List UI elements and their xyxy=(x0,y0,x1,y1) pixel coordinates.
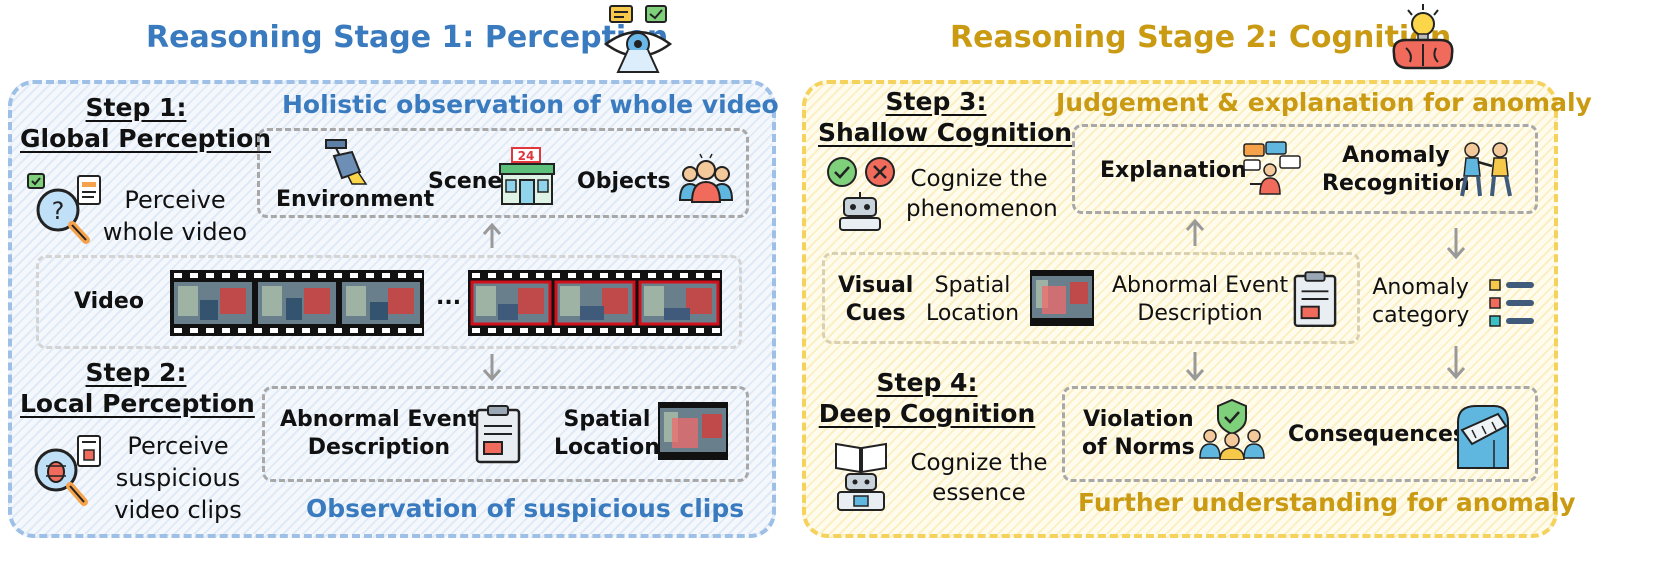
step1-title: Step 1: Global Perception xyxy=(20,92,272,154)
step2-desc-line2: suspicious xyxy=(115,464,241,492)
deep-cognition-box xyxy=(1062,386,1538,482)
step3-desc-line1: Cognize the xyxy=(910,166,1048,192)
stage1-top-heading: Holistic observation of whole video xyxy=(282,90,779,119)
clipboard-icon xyxy=(1292,270,1338,332)
fight-icon xyxy=(1456,140,1516,202)
bug-search-icon xyxy=(26,432,108,514)
step3-line1: Step 3: xyxy=(885,87,987,116)
explanation-label: Explanation xyxy=(1100,158,1247,183)
step1-line1: Step 1: xyxy=(85,93,187,122)
step2-line1: Step 2: xyxy=(85,358,187,387)
cues-spatial-label: Spatial Location xyxy=(926,272,1019,328)
step4-title: Step 4: Deep Cognition xyxy=(818,367,1036,429)
shallow-cognition-box xyxy=(1072,124,1538,214)
cues-event-label: Abnormal Event Description xyxy=(1112,272,1288,328)
chat-bubbles-icon xyxy=(824,156,898,196)
step1-desc-line1: Perceive xyxy=(124,186,226,214)
step2-desc-line3: video clips xyxy=(114,496,242,524)
step1-line2: Global Perception xyxy=(20,124,272,153)
step4-line2: Deep Cognition xyxy=(818,399,1036,428)
spatial-location-thumbnail xyxy=(658,402,728,464)
cues-spatial-line2: Location xyxy=(926,301,1020,326)
arrow-down-to-deep xyxy=(1185,350,1205,386)
presentation-icon xyxy=(1242,140,1302,200)
anomaly-category-line1: Anomaly xyxy=(1372,275,1469,300)
visual-cues-label: Visual Cues xyxy=(838,272,913,328)
anomaly-category-line2: category xyxy=(1372,303,1470,328)
local-event-label: Abnormal Event Description xyxy=(280,406,478,462)
arrow-down-to-local xyxy=(482,352,502,386)
film-strip-normal xyxy=(170,270,424,340)
step1-desc-line2: whole video xyxy=(102,218,248,246)
step4-desc-line1: Cognize the xyxy=(910,450,1048,476)
stage2-bottom-heading: Further understanding for anomaly xyxy=(1078,488,1576,517)
svg-text:?: ? xyxy=(52,197,65,225)
arrow-category-to-consequences xyxy=(1446,344,1466,384)
video-box xyxy=(36,255,742,349)
violation-line1: Violation xyxy=(1083,407,1194,432)
brain-bulb-icon xyxy=(1388,2,1458,76)
violation-line2: of Norms xyxy=(1082,435,1195,460)
anomaly-recognition-line2: Recognition xyxy=(1322,171,1470,196)
local-event-line1: Abnormal Event xyxy=(280,407,478,432)
arrow-up-to-global xyxy=(482,222,502,254)
visual-cues-box xyxy=(822,252,1360,344)
stage1-title: Reasoning Stage 1: Perception xyxy=(146,20,669,55)
step3-description: Cognize the phenomenon xyxy=(906,164,1058,224)
step4-line1: Step 4: xyxy=(876,368,978,397)
global-perception-box xyxy=(257,128,749,218)
objects-label: Objects xyxy=(577,169,671,194)
search-question-icon: ? xyxy=(24,170,108,250)
cognition-panel xyxy=(802,80,1558,538)
step4-description: Cognize the essence xyxy=(906,448,1052,508)
stage2-title: Reasoning Stage 2: Cognition xyxy=(950,20,1452,55)
local-spatial-line1: Spatial xyxy=(563,407,651,432)
cues-event-line1: Abnormal Event xyxy=(1112,273,1289,298)
shield-people-icon xyxy=(1198,398,1266,464)
clipboard-icon xyxy=(474,404,522,468)
people-group-icon xyxy=(678,150,734,208)
environment-label: Environment xyxy=(276,187,435,212)
stage2-top-heading: Judgement & explanation for anomaly xyxy=(1056,88,1592,117)
violation-label: Violation of Norms xyxy=(1082,406,1195,462)
step2-description: Perceive suspicious video clips xyxy=(104,430,252,526)
step3-title: Step 3: Shallow Cognition xyxy=(818,86,1073,148)
svg-text:24: 24 xyxy=(518,149,535,163)
step4-desc-line2: essence xyxy=(932,480,1026,506)
local-perception-box xyxy=(262,386,749,482)
cues-spatial-line1: Spatial xyxy=(934,273,1011,298)
local-event-line2: Description xyxy=(307,435,451,460)
injury-arm-icon xyxy=(1454,400,1512,474)
eye-icon xyxy=(602,4,674,78)
visual-cues-line1: Visual xyxy=(838,273,914,298)
arrow-up-to-shallow xyxy=(1185,218,1205,252)
arrow-down-to-category xyxy=(1446,226,1466,264)
store-24-icon: 24 xyxy=(496,146,558,212)
local-spatial-line2: Location xyxy=(554,435,660,460)
anomaly-recognition-label: Anomaly Recognition xyxy=(1322,142,1470,198)
cues-spatial-thumbnail xyxy=(1030,270,1094,330)
robot-icon xyxy=(836,190,884,236)
step3-desc-line2: phenomenon xyxy=(906,196,1058,222)
local-spatial-label: Spatial Location xyxy=(554,406,660,462)
list-icon xyxy=(1488,278,1536,332)
step1-description: Perceive whole video xyxy=(102,184,248,248)
step2-desc-line1: Perceive xyxy=(127,432,229,460)
step2-line2: Local Perception xyxy=(20,389,255,418)
anomaly-category-label: Anomaly category xyxy=(1372,274,1469,330)
step2-title: Step 2: Local Perception xyxy=(20,357,255,419)
anomaly-recognition-line1: Anomaly xyxy=(1342,143,1450,168)
cues-event-line2: Description xyxy=(1137,301,1263,326)
consequences-label: Consequences xyxy=(1288,422,1466,447)
video-label: Video xyxy=(74,289,144,314)
spotlight-icon xyxy=(322,138,370,190)
step3-line2: Shallow Cognition xyxy=(818,118,1073,147)
frames-ellipsis: ... xyxy=(436,285,462,310)
scene-label: Scene xyxy=(428,169,503,194)
visual-cues-line2: Cues xyxy=(845,301,906,326)
film-strip-suspicious xyxy=(468,270,722,340)
stage1-bottom-heading: Observation of suspicious clips xyxy=(306,494,745,523)
reader-robot-icon xyxy=(830,438,892,516)
